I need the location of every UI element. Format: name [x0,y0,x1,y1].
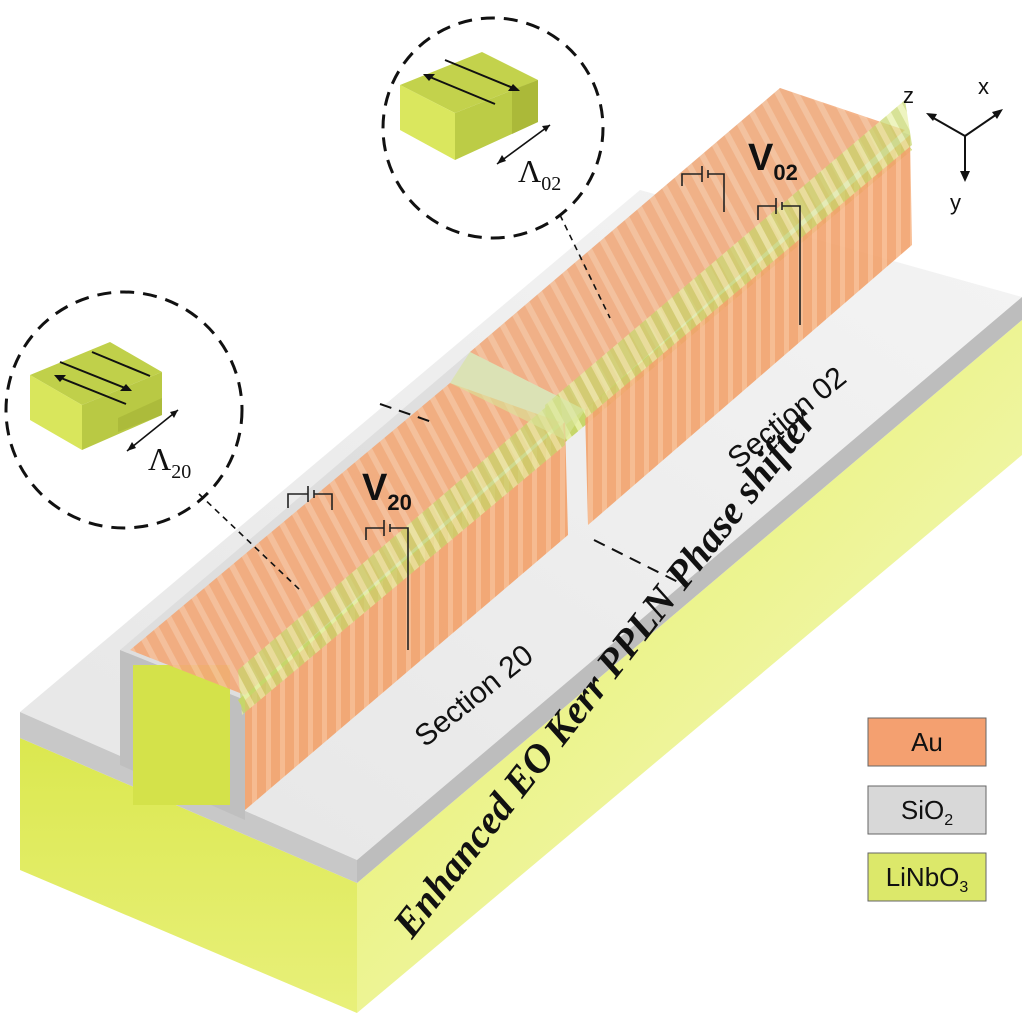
section-02-green-band [545,100,912,450]
section-02-electrode [470,88,912,525]
period-label-section-20: Λ20 [148,441,191,483]
coordinate-axes [926,109,1003,182]
section-gap [450,352,585,440]
period-label-section-02: Λ02 [518,153,561,195]
legend-label-linbo3: LiNbO3 [886,862,969,896]
lithium-niobate-core [133,665,230,805]
inset-domain-section-02: Λ02 [381,16,611,319]
substrate [20,320,1022,1013]
inset-domain-section-20: Λ20 [4,290,301,591]
section-20-green-band [238,395,565,715]
section-divider-lines [379,403,685,586]
section-20-electrode-side [245,422,568,810]
axis-label-x: x [978,74,989,99]
legend-label-au: Au [911,727,943,757]
section-02-electrode-top [470,88,905,410]
voltage-label-section-20: V20 [362,467,412,515]
section-20-electrode-top [130,383,560,695]
legend-swatch-sio2 [867,785,987,835]
axis-label-y: y [950,190,961,215]
substrate-side-face [357,320,1022,1013]
section-02-electrode-side [585,135,912,525]
axis-label-z: z [903,83,914,108]
legend-swatch-linbo3 [867,852,987,902]
voltage-label-section-02: V02 [748,137,798,185]
substrate-front-face [20,738,357,1013]
legend: Au SiO2 LiNbO3 [867,717,987,902]
silica-side-edge [357,297,1022,883]
legend-label-sio2: SiO2 [901,795,953,829]
section-20-electrode [130,383,568,810]
battery-symbol-section-02 [681,166,801,325]
battery-symbol-section-20 [287,486,409,650]
legend-swatch-au [867,717,987,767]
